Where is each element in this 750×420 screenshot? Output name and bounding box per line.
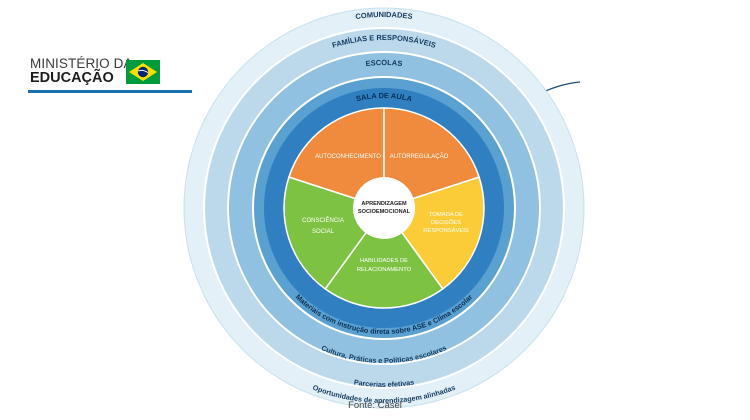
brazil-flag-icon <box>126 60 160 84</box>
ring-label-comunidades: COMUNIDADES <box>355 10 413 21</box>
label-autorregulacao: AUTORREGULAÇÃO <box>390 153 449 160</box>
segment-habilidades <box>324 206 444 309</box>
arc-label-parcerias-text: Parcerias efetivas <box>353 377 414 389</box>
label-habilidades-2: RELACIONAMENTO <box>357 267 412 273</box>
center-line1: APRENDIZAGEM <box>361 201 407 207</box>
ministry-logo: MINISTÉRIO DA EDUCAÇÃO <box>28 54 192 94</box>
label-decisoes-1: TOMADA DE <box>429 212 463 218</box>
label-habilidades-1: HABILIDADES DE <box>360 258 408 264</box>
ring-label-sala-text: SALA DE AULA <box>355 91 414 104</box>
logo-underline <box>28 90 192 93</box>
label-consciencia-2: SOCIAL <box>312 229 335 235</box>
logo-line2: EDUCAÇÃO <box>30 70 114 86</box>
label-consciencia-1: CONSCIÊNCIA <box>302 216 344 224</box>
ring-label-escolas-text: ESCOLAS <box>365 58 403 68</box>
segment-autoconhecimento <box>287 107 385 210</box>
center-line2: SOCIOEMOCIONAL <box>358 209 411 215</box>
ring-label-comunidades-text: COMUNIDADES <box>355 10 413 21</box>
ring-label-sala: SALA DE AULA <box>355 91 414 104</box>
center-circle <box>353 177 415 239</box>
label-decisoes-2: DECISÕES <box>431 219 461 226</box>
source-caption: Fonte: Casel <box>348 400 402 411</box>
logo-line1: MINISTÉRIO DA <box>30 56 133 71</box>
segment-autorregulacao <box>383 107 481 210</box>
ring-label-escolas: ESCOLAS <box>365 58 403 68</box>
arc-label-parcerias: Parcerias efetivas <box>353 377 414 389</box>
label-autoconhecimento: AUTOCONHECIMENTO <box>315 154 381 160</box>
label-decisoes-3: RESPONSÁVEIS <box>423 227 469 234</box>
